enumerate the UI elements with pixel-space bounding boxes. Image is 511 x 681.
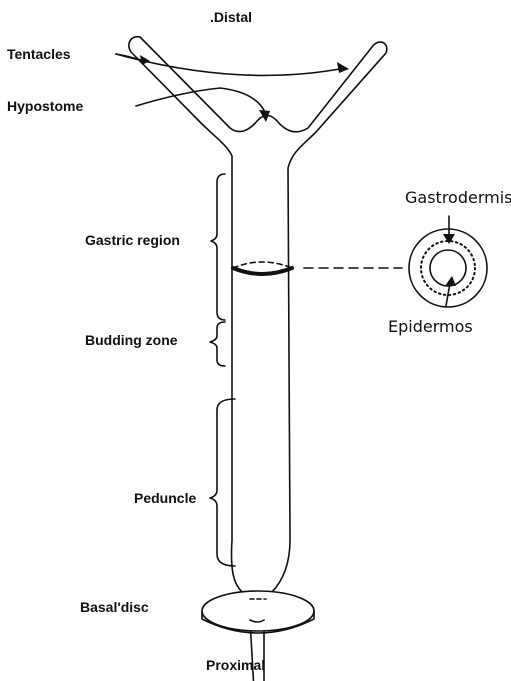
basal-disc-label: Basal'disc — [80, 599, 149, 615]
gastric-region-brace — [211, 174, 225, 320]
body-outline — [129, 37, 387, 681]
tentacles-arrowhead-right — [337, 62, 349, 73]
tentacles-label: Tentacles — [7, 46, 71, 62]
section-ring — [233, 268, 292, 274]
distal-label: .Distal — [210, 9, 252, 25]
basal-disc — [202, 591, 314, 631]
peduncle-label: Peduncle — [134, 490, 196, 506]
cross-section-dotted-ring — [421, 241, 475, 295]
budding-zone-label: Budding zone — [85, 332, 178, 348]
gastric-region-label: Gastric region — [85, 232, 180, 248]
budding-zone-brace — [210, 322, 225, 366]
proximal-label: Proximal — [206, 657, 265, 673]
hypostome-label: Hypostome — [7, 98, 83, 114]
gastrodermis-label: Gastrodermis — [405, 189, 511, 207]
hypostome-pointer — [136, 88, 265, 112]
epidermos-arrowhead — [445, 276, 456, 286]
cross-section-inner — [430, 250, 466, 286]
section-back-edge — [233, 262, 292, 268]
stalk-front-base — [250, 620, 264, 622]
epidermos-label: Epidermos — [388, 318, 473, 336]
gastrodermis-arrowhead — [443, 234, 455, 244]
